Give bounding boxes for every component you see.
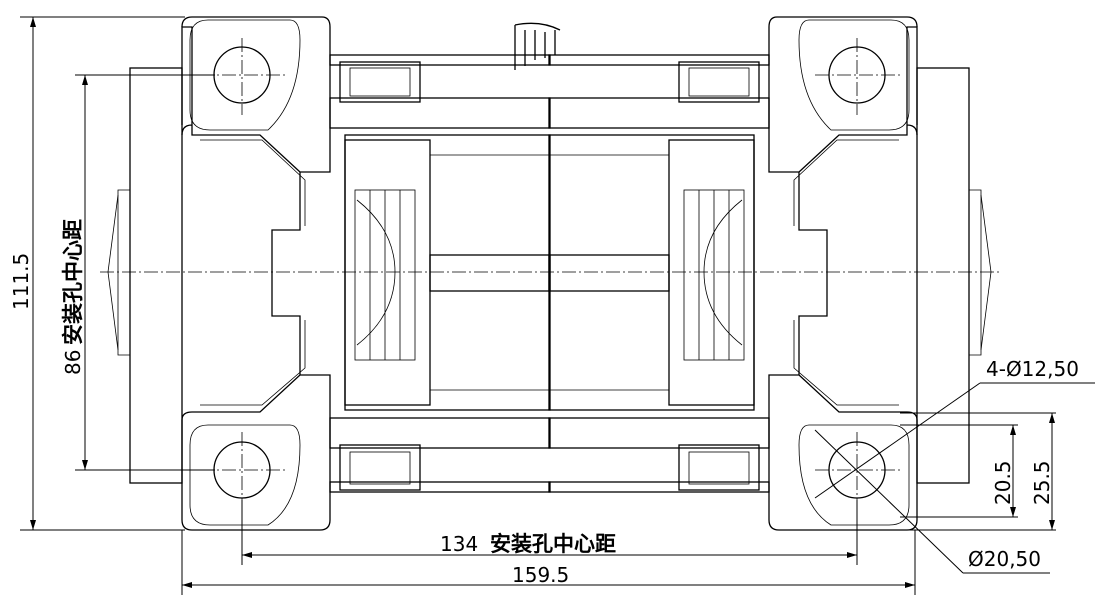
svg-text:86: 86 [61, 350, 85, 375]
svg-text:4-Ø12,50: 4-Ø12,50 [986, 357, 1079, 381]
svg-text:安装孔中心距: 安装孔中心距 [61, 219, 85, 345]
svg-text:安装孔中心距: 安装孔中心距 [490, 532, 616, 556]
callout-hole: 4-Ø12,50 [814, 357, 1095, 499]
lead-wires [514, 22, 561, 70]
callout-boss: Ø20,50 [814, 429, 1050, 574]
svg-text:Ø20,50: Ø20,50 [968, 547, 1041, 571]
right-half [548, 16, 992, 531]
dim-overall-width: 159.5 [181, 530, 916, 595]
dim-ear: 20.5 25.5 [900, 412, 1056, 531]
dim-hole-vertical: 86 安装孔中心距 [61, 74, 215, 471]
svg-text:25.5: 25.5 [1030, 460, 1054, 505]
svg-text:159.5: 159.5 [512, 563, 569, 587]
svg-text:134: 134 [440, 532, 478, 556]
svg-text:111.5: 111.5 [9, 253, 33, 310]
left-half [107, 16, 551, 531]
dim-overall-height: 111.5 [9, 16, 185, 531]
svg-text:20.5: 20.5 [991, 460, 1015, 505]
dim-hole-horizontal: 134 安装孔中心距 [241, 500, 858, 565]
